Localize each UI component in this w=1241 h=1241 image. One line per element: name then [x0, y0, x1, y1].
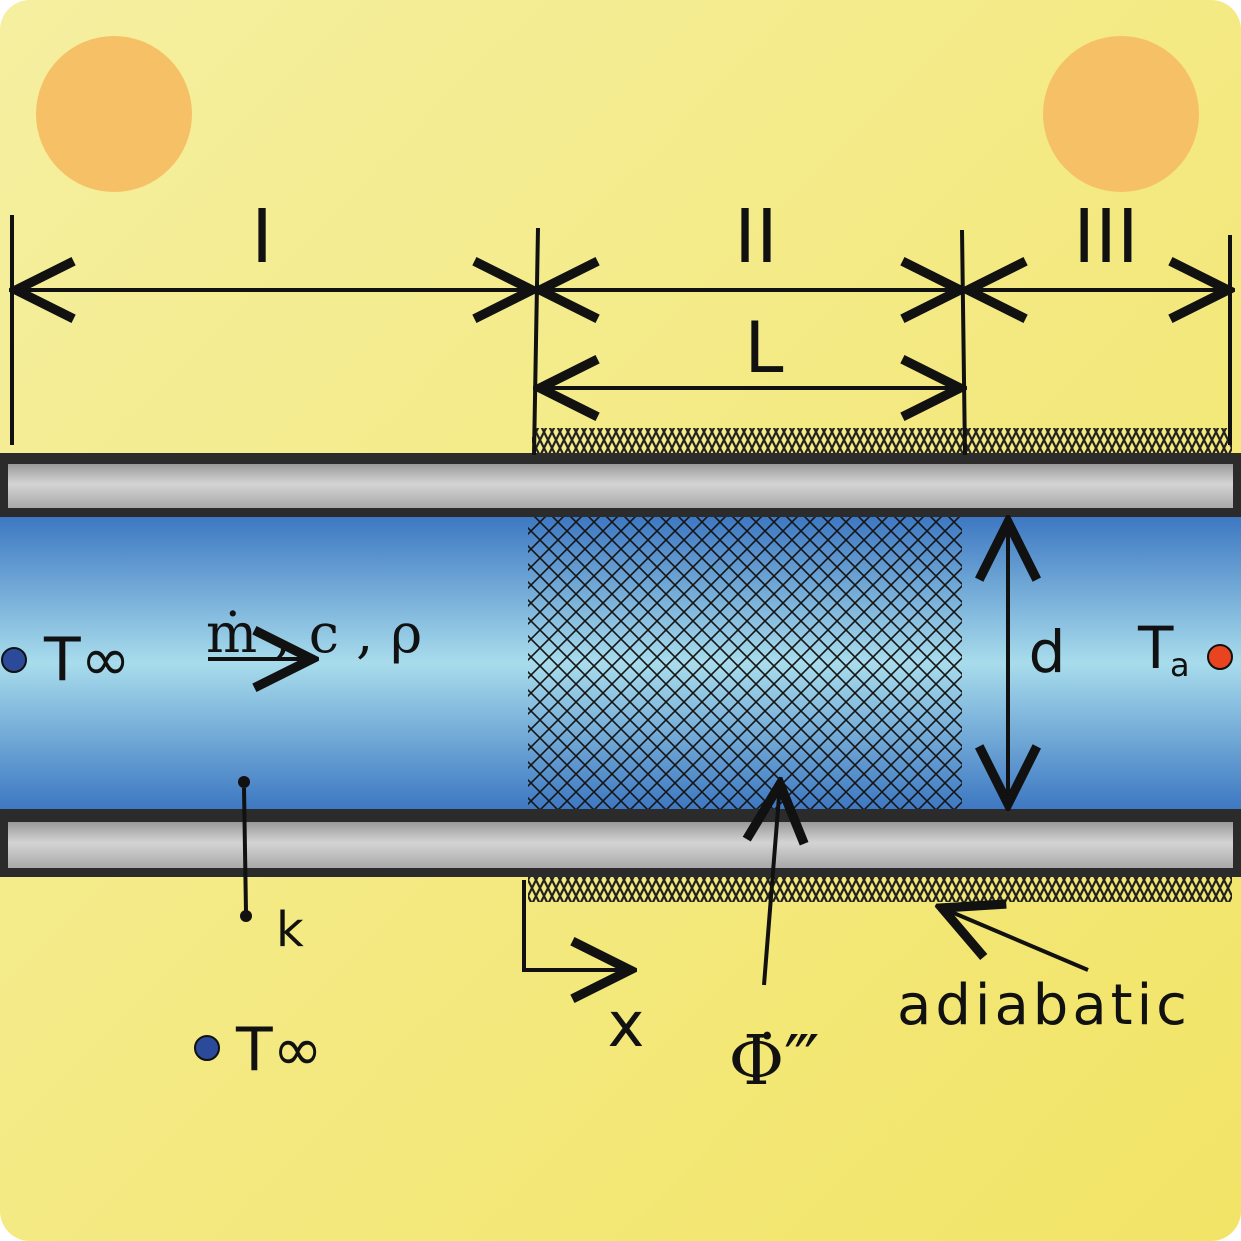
ambient-temperature: T∞	[235, 1015, 323, 1085]
insulation-bottom	[528, 877, 1232, 902]
inlet-temperature: T∞	[43, 625, 131, 695]
length-label: L	[745, 307, 784, 389]
heat-generation-label: Φ̇‴	[728, 1022, 819, 1101]
outlet-point-icon	[1207, 644, 1233, 670]
heated-section-mesh	[528, 517, 962, 809]
region-label-1: I	[251, 194, 273, 280]
ambient-point-icon	[194, 1035, 220, 1061]
region-label-3: III	[1073, 194, 1138, 280]
x-axis-label: x	[608, 988, 645, 1061]
x-axis-arrow	[522, 880, 630, 970]
adiabatic-label: adiabatic	[897, 973, 1191, 1038]
corner-dot-left-icon	[36, 36, 192, 192]
region-label-2: II	[734, 194, 778, 280]
diameter-label: d	[1029, 618, 1066, 686]
outlet-temperature-main: T	[1137, 614, 1174, 682]
conductivity-leader-top-dot	[238, 776, 250, 788]
insulation-top	[532, 428, 1232, 453]
corner-dot-right-icon	[1043, 36, 1199, 192]
conductivity-leader-bottom-dot	[240, 910, 252, 922]
conductivity-label: k	[276, 902, 304, 958]
heat-generation-arrow	[764, 784, 780, 986]
pipe-wall-top	[0, 453, 1241, 517]
pipe-wall-bottom	[0, 809, 1241, 877]
adiabatic-arrow	[942, 908, 1089, 972]
conductivity-leader-line	[242, 787, 248, 913]
inlet-point-icon	[1, 647, 27, 673]
outlet-temperature-sub: a	[1170, 646, 1190, 684]
flow-properties-label: ṁ , c , ρ	[206, 602, 422, 665]
